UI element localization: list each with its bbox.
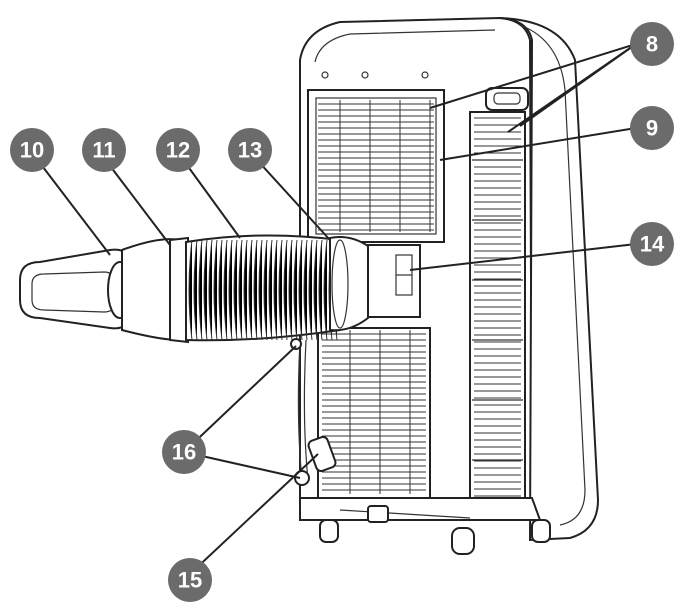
- callout-15-label: 15: [178, 568, 202, 593]
- callout-16-label: 16: [172, 440, 196, 465]
- callout-10: 10: [10, 128, 54, 172]
- callout-8: 8: [630, 22, 674, 66]
- exhaust-hose-assembly: [19, 234, 369, 344]
- callout-11-label: 11: [92, 138, 115, 163]
- lower-air-intake-grille: [317, 327, 431, 499]
- callout-13: 13: [228, 128, 272, 172]
- callout-9: 9: [630, 106, 674, 150]
- callout-15: 15: [168, 558, 212, 602]
- callout-14-label: 14: [640, 232, 665, 257]
- leader-lines: [29, 43, 637, 575]
- upper-air-filter: [307, 89, 445, 243]
- carry-handle: [485, 87, 529, 111]
- callout-14: 14: [630, 222, 674, 266]
- base-casters: [299, 497, 551, 555]
- side-air-filter: [469, 111, 526, 503]
- callout-9-label: 9: [646, 116, 658, 141]
- exhaust-outlet: [361, 244, 421, 318]
- callout-10-label: 10: [20, 138, 44, 163]
- callout-13-label: 13: [238, 138, 262, 163]
- callout-12: 12: [156, 128, 200, 172]
- callout-11: 11: [82, 128, 126, 172]
- callout-16: 16: [162, 430, 206, 474]
- callout-12-label: 12: [166, 138, 190, 163]
- callout-8-label: 8: [646, 32, 658, 57]
- drain-parts: [290, 338, 337, 486]
